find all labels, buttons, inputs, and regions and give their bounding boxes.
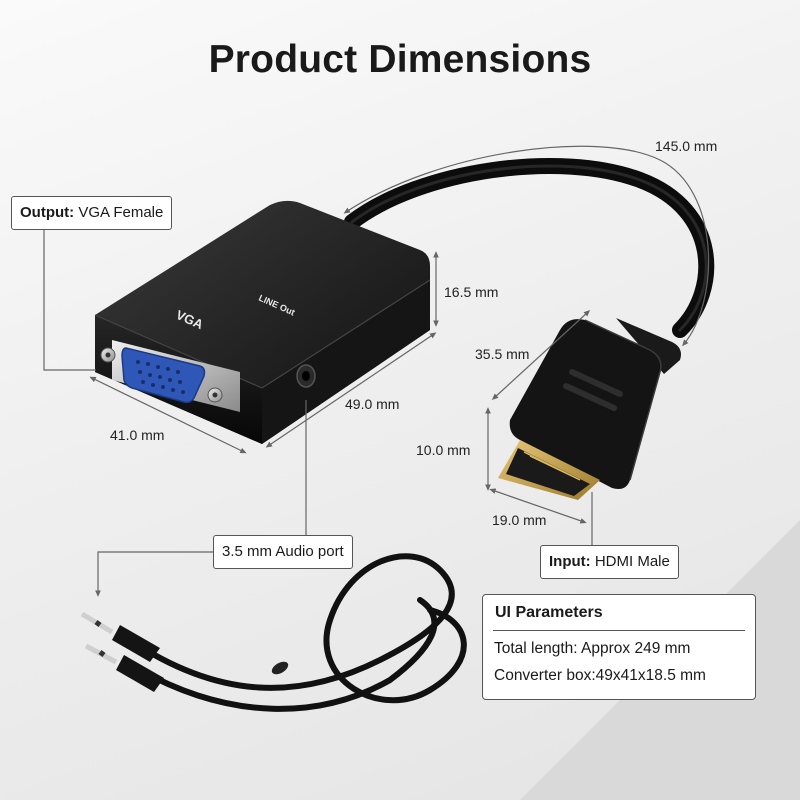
audio-port-callout: 3.5 mm Audio port	[213, 535, 353, 569]
parameters-title: UI Parameters	[495, 604, 603, 621]
audio-cable	[80, 553, 467, 712]
parameter-row-total-length: Total length: Approx 249 mm	[494, 640, 690, 658]
audio-jack	[296, 364, 316, 388]
parameter-row-converter-box: Converter box:49x41x18.5 mm	[494, 667, 706, 685]
hdmi-height-label: 10.0 mm	[416, 442, 471, 458]
box-depth-label: 49.0 mm	[345, 396, 400, 412]
hdmi-width-dimension-line	[489, 488, 587, 524]
box-height-label: 16.5 mm	[444, 284, 499, 300]
page-title: Product Dimensions	[208, 38, 592, 81]
hdmi-length-dimension-line	[491, 310, 591, 400]
output-leader-line	[43, 226, 96, 371]
box-width-label: 41.0 mm	[110, 427, 165, 443]
parameters-divider	[493, 630, 745, 631]
cable-length-label: 145.0 mm	[655, 138, 718, 154]
output-callout-value: VGA Female	[78, 204, 164, 221]
output-callout-label: Output:	[20, 204, 75, 221]
cable-length-dimension-line	[343, 145, 710, 347]
input-callout-label: Input:	[549, 553, 591, 570]
box-depth-dimension-line	[265, 332, 437, 448]
parameters-panel: UI Parameters Total length: Approx 249 m…	[482, 594, 756, 700]
parameter-label: Total length:	[494, 640, 578, 657]
parameter-value: Approx 249 mm	[581, 640, 691, 657]
input-callout-value: HDMI Male	[594, 553, 670, 570]
box-width-dimension-line	[89, 376, 247, 454]
parameter-value: 49x41x18.5 mm	[595, 667, 706, 684]
audio-plug-leader-line	[95, 551, 214, 597]
output-callout: Output: VGA Female	[11, 196, 173, 230]
input-callout: Input: HDMI Male	[540, 545, 679, 579]
parameter-label: Converter box:	[494, 667, 596, 684]
hdmi-width-label: 19.0 mm	[492, 512, 547, 528]
hdmi-length-label: 35.5 mm	[475, 346, 530, 362]
